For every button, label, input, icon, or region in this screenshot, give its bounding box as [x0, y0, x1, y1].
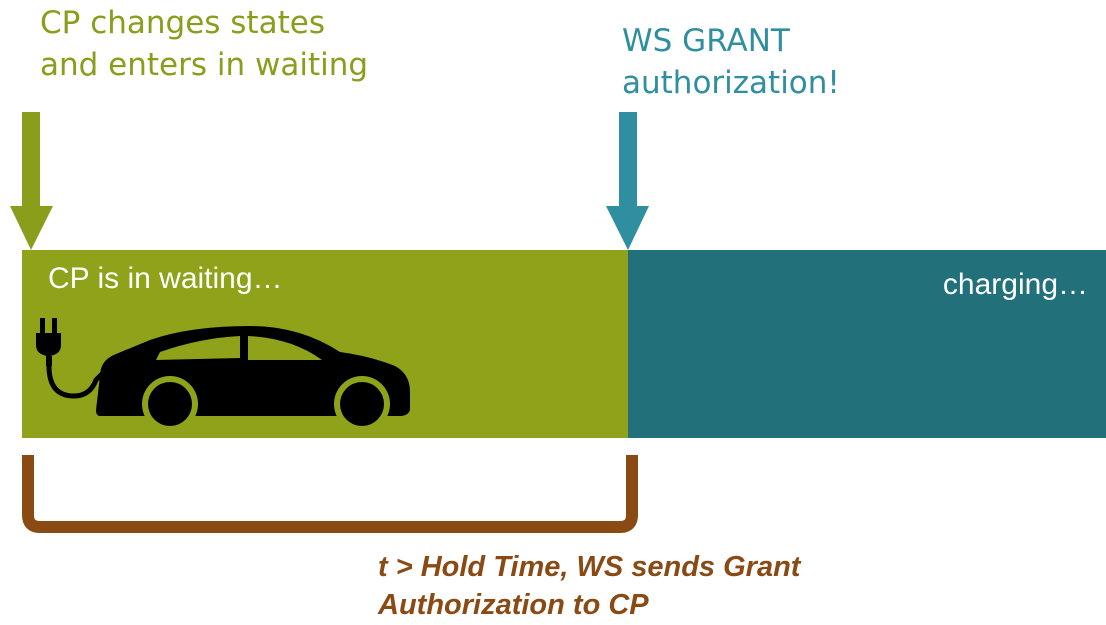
charging-text: charging… — [942, 268, 1088, 301]
waiting-text: CP is in waiting… — [48, 262, 283, 295]
charging-bar — [628, 250, 1106, 438]
ws-arrow-icon — [606, 112, 649, 250]
hold-time-label: t > Hold Time, WS sends Grant Authorizat… — [378, 551, 801, 621]
hold-time-bracket — [22, 455, 638, 533]
cp-arrow-icon — [10, 112, 53, 250]
cp-state-change-label: CP changes states and enters in waiting — [40, 5, 369, 83]
electric-car-plug-icon — [36, 318, 410, 432]
ws-grant-label: WS GRANT authorization! — [622, 23, 840, 101]
